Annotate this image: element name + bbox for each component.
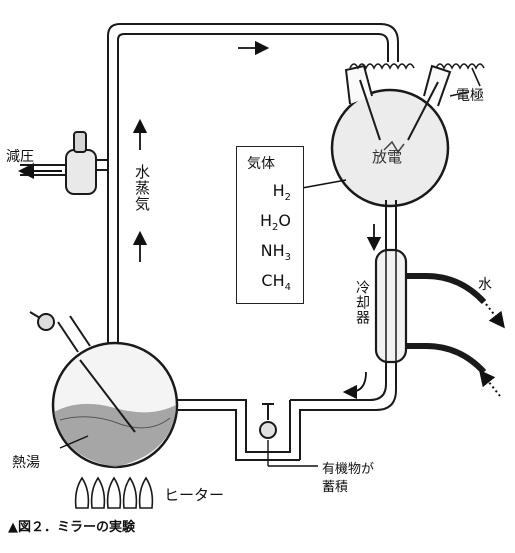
hot-water-leader — [59, 435, 89, 449]
organics-label-line1: 有機物が — [322, 462, 375, 477]
hot-water-label: 熱湯 — [12, 455, 40, 471]
water-in-arrow — [479, 369, 501, 397]
gas-formula-subscript: 2 — [284, 192, 291, 204]
water-label: 水 — [478, 277, 492, 293]
discharge-label: 放電 — [372, 148, 403, 166]
gas-formula: H2 — [273, 181, 291, 203]
reduced-pressure-label: 減圧 — [6, 149, 34, 165]
boiling-flask — [29, 311, 179, 469]
gas-formula-base: H — [260, 211, 273, 230]
gas-formula-subscript: 4 — [284, 282, 291, 294]
heater-label: ヒーター — [164, 486, 225, 504]
heater-flames — [74, 476, 154, 509]
gas-formula-tail: O — [278, 211, 291, 230]
electrodes-label: 電極 — [456, 88, 484, 104]
gas-box-title: 気体 — [247, 156, 275, 172]
gas-formula: H2O — [260, 211, 291, 233]
gas-formula: CH4 — [261, 271, 291, 293]
electrode-wires — [349, 63, 485, 97]
gas-formula-base: NH — [260, 241, 285, 260]
glass-tubing — [107, 23, 399, 461]
condenser-label: 冷却器 — [354, 280, 370, 325]
gas-formula-base: CH — [261, 271, 285, 290]
gas-leader — [301, 179, 347, 189]
steam-label: 水蒸気 — [133, 164, 151, 212]
condenser — [374, 248, 487, 375]
gas-formula-base: H — [272, 181, 285, 200]
spark-flask — [330, 64, 452, 208]
gas-formula-subscript: 3 — [284, 252, 291, 264]
flow-arrow-return — [342, 371, 367, 400]
gas-formula: NH3 — [261, 241, 291, 263]
trap-stopcock — [259, 403, 277, 439]
vacuum-outlet — [20, 131, 108, 195]
water-out-arrow — [485, 303, 505, 329]
organics-label-line2: 蓄積 — [322, 480, 349, 495]
gas-formula-subscript: 2 — [272, 222, 279, 234]
figure-caption: ▲図２．ミラーの実験 — [8, 520, 135, 535]
